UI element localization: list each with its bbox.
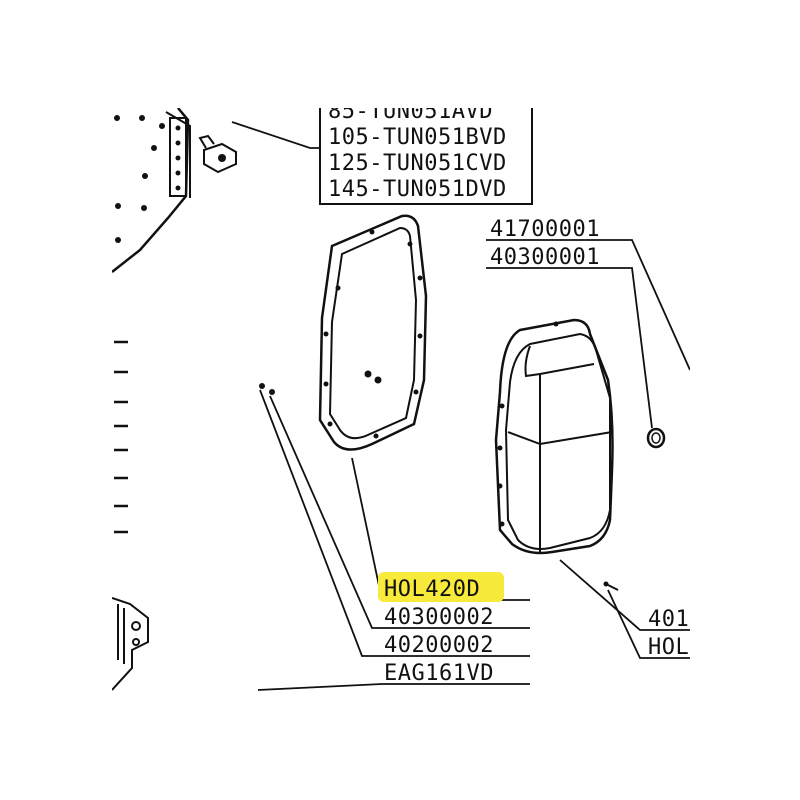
knob-part (198, 134, 237, 174)
label-105-tun051bvd: 105-TUN051BVD (328, 125, 507, 150)
left-panel-edge (114, 340, 128, 534)
label-41700001: 41700001 (490, 217, 600, 242)
cover-hood (494, 318, 614, 555)
label-40200002: 40200002 (384, 633, 494, 658)
screw-parts (259, 383, 275, 395)
label-40300002: 40300002 (384, 605, 494, 630)
o-ring-part (646, 427, 666, 449)
machine-body-top-left (112, 108, 237, 273)
label-eag161vd: EAG161VD (384, 661, 494, 686)
bottom-labels: HOL420D 40300002 40200002 EAG161VD (384, 577, 494, 686)
highlight-marker (378, 572, 504, 602)
label-125-tun051cvd: 125-TUN051CVD (328, 151, 507, 176)
label-40300001: 40300001 (490, 245, 600, 270)
mounting-bracket (169, 117, 187, 197)
gasket-holes (323, 229, 423, 439)
top-label-box: 85-TUN051AVD 105-TUN051BVD 125-TUN051CVD… (319, 99, 533, 205)
gasket-frame (318, 214, 428, 451)
label-145-tun051dvd: 145-TUN051DVD (328, 177, 507, 202)
small-screw (603, 581, 619, 591)
bolt-holes (114, 115, 165, 243)
right-labels: 41700001 40300001 (490, 217, 600, 270)
label-hol420d: HOL420D (384, 577, 480, 602)
label-401-partial: 401 (648, 607, 689, 632)
cover-holes (497, 321, 559, 527)
edge-labels: 401 HOL (648, 607, 689, 660)
hinge-bracket (112, 597, 149, 691)
label-85-tun051avd: 85-TUN051AVD (328, 99, 493, 124)
label-hol-partial: HOL (648, 635, 689, 660)
